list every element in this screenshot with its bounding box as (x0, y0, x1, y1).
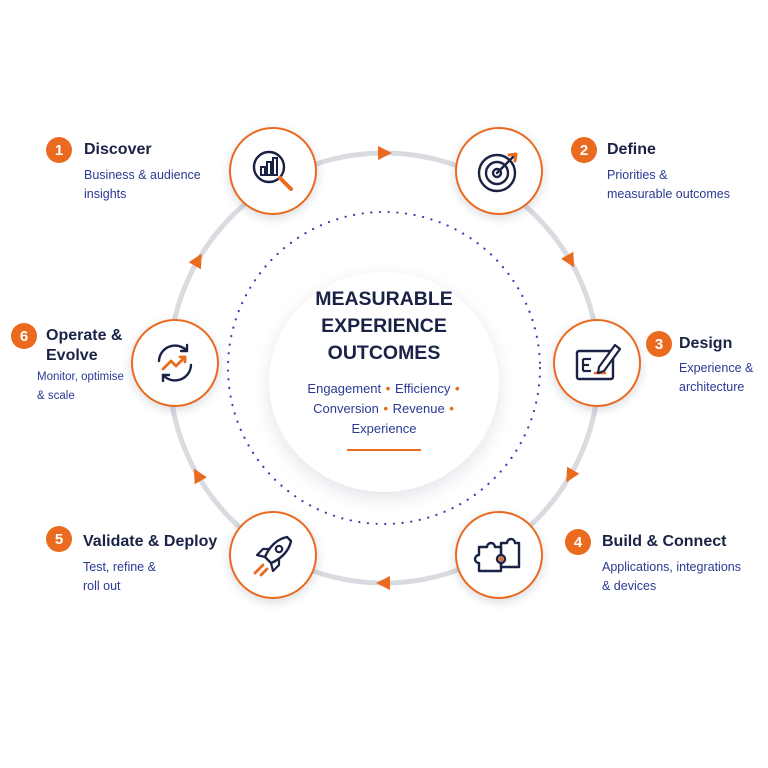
step-3-badge: 3 (646, 331, 672, 357)
step-operate-evolve-node (131, 319, 219, 407)
step-design-description: Experience & architecture (679, 359, 753, 397)
step-design-node (553, 319, 641, 407)
center-title-line: OUTCOMES (327, 342, 441, 364)
magnifier-chart-icon (252, 150, 293, 191)
metric-separator-dot: • (385, 381, 391, 396)
description-line: Test, refine & (83, 560, 156, 574)
description-line: Applications, integrations (602, 560, 741, 574)
metric-experience: Experience (351, 421, 417, 436)
step-discover-title: Discover (84, 141, 152, 158)
step-build-connect-node (455, 511, 543, 599)
step-2-badge: 2 (571, 137, 597, 163)
step-build-connect-description: Applications, integrations & devices (602, 558, 741, 596)
step-4-badge: 4 (565, 529, 591, 555)
step-define-description: Priorities & measurable outcomes (607, 166, 730, 204)
flow-arrow-icon (376, 576, 390, 590)
step-validate-deploy-title: Validate & Deploy (83, 533, 218, 550)
title-line: Operate & (46, 327, 123, 344)
description-line: Monitor, optimise (37, 371, 124, 383)
center-underline (347, 449, 421, 451)
step-discover-node (229, 127, 317, 215)
metric-engagement: Engagement (307, 381, 382, 396)
puzzle-icon (473, 537, 521, 573)
description-line: & scale (37, 390, 75, 402)
description-line: Priorities & (607, 168, 668, 182)
flow-arrow-icon (188, 253, 202, 270)
center-circle: MEASURABLE EXPERIENCE OUTCOMES Engagemen… (269, 272, 499, 492)
center-metrics: Engagement • Efficiency • Conversion • R… (284, 379, 484, 439)
metric-separator-dot: • (455, 381, 460, 396)
step-validate-deploy-description: Test, refine & roll out (83, 558, 156, 596)
rocket-icon (253, 535, 293, 577)
metric-separator-dot: • (383, 401, 389, 416)
description-line: & devices (602, 579, 657, 593)
step-define-node (455, 127, 543, 215)
description-line: Business & audience (84, 168, 201, 182)
center-title-line: MEASURABLE (315, 288, 453, 310)
description-line: Experience & (679, 361, 754, 375)
description-line: roll out (83, 579, 121, 593)
step-1-badge: 1 (46, 137, 72, 163)
arrow-group (188, 146, 580, 590)
flow-arrow-icon (566, 466, 580, 483)
title-line: Evolve (46, 347, 98, 364)
flow-arrow-icon (193, 468, 207, 485)
inner-dotted-ring (226, 210, 542, 526)
step-define-title: Define (607, 141, 656, 158)
description-line: architecture (679, 380, 745, 394)
step-validate-deploy-node (229, 511, 317, 599)
wireframe-pencil-icon (575, 343, 622, 381)
metric-separator-dot: • (449, 401, 454, 416)
step-design-title: Design (679, 335, 733, 352)
cycle-growth-icon (157, 343, 193, 383)
step-operate-evolve-description: Monitor, optimise & scale (37, 368, 124, 406)
description-line: insights (84, 187, 127, 201)
description-line: measurable outcomes (607, 187, 730, 201)
metric-efficiency: Efficiency (394, 381, 451, 396)
target-icon (477, 152, 518, 193)
flow-arrow-icon (378, 146, 392, 160)
step-discover-description: Business & audience insights (84, 166, 201, 204)
metric-revenue: Revenue (392, 401, 445, 416)
step-operate-evolve-title: Operate & Evolve (46, 326, 122, 366)
center-title: MEASURABLE EXPERIENCE OUTCOMES (315, 286, 453, 367)
flow-arrow-icon (561, 251, 575, 268)
center-title-line: EXPERIENCE (321, 315, 447, 337)
step-build-connect-title: Build & Connect (602, 533, 727, 550)
step-5-badge: 5 (46, 526, 72, 552)
step-6-badge: 6 (11, 323, 37, 349)
metric-conversion: Conversion (313, 401, 379, 416)
